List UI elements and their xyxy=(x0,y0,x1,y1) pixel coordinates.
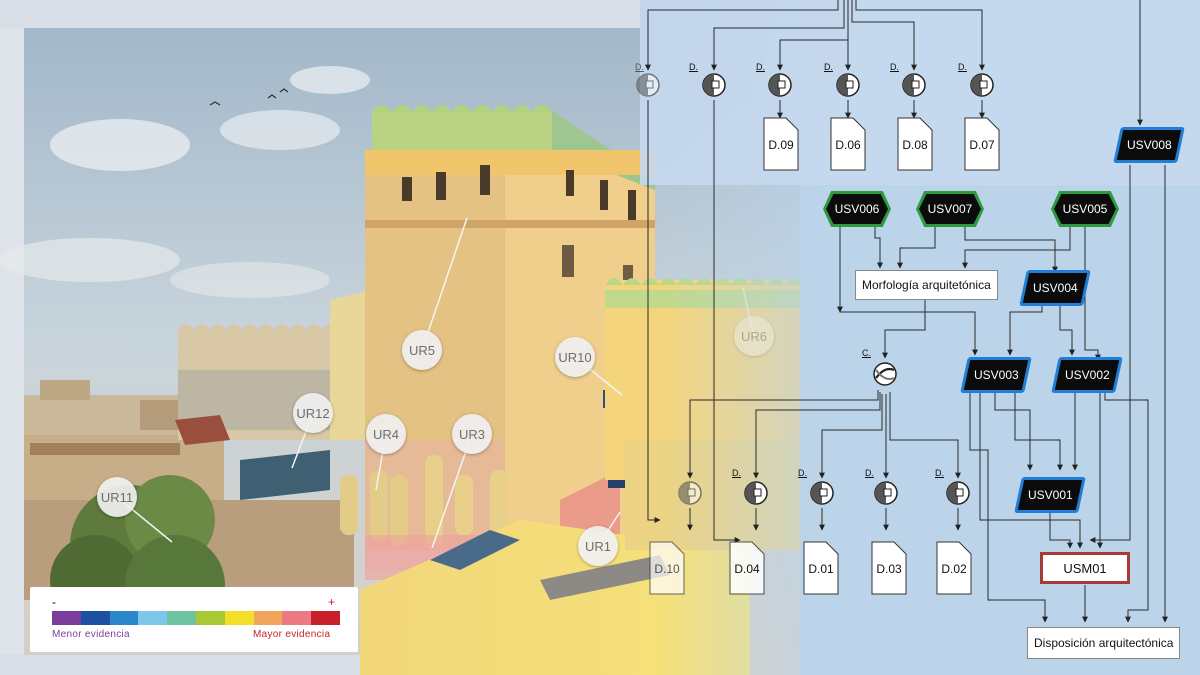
extractor-label: D. xyxy=(689,62,698,72)
extractor-node[interactable] xyxy=(810,481,834,505)
document-label: D.09 xyxy=(768,138,794,152)
usv-node-green[interactable]: USV007 xyxy=(916,191,984,227)
usv-node[interactable]: USV008 xyxy=(1113,127,1185,163)
extractor-label: D. xyxy=(756,62,765,72)
property-node[interactable]: Morfología arquitetónica xyxy=(855,270,998,300)
ur-label[interactable]: UR6 xyxy=(734,316,774,356)
legend-color-scale xyxy=(52,611,340,625)
document-label: D.10 xyxy=(654,562,680,576)
document-label: D.02 xyxy=(941,562,967,576)
extractor-node[interactable] xyxy=(946,481,970,505)
legend-swatch xyxy=(52,611,81,625)
extractor-node[interactable] xyxy=(702,73,726,97)
extractor-label: D. xyxy=(824,62,833,72)
extractor-node[interactable] xyxy=(836,73,860,97)
ur-label[interactable]: UR11 xyxy=(97,477,137,517)
legend-swatch xyxy=(224,611,254,625)
extractor-label: D. xyxy=(635,62,644,72)
extractor-label: D. xyxy=(798,468,807,478)
extractor-label: D. xyxy=(890,62,899,72)
extractor-node[interactable] xyxy=(678,481,702,505)
usv-node[interactable]: USV001 xyxy=(1014,477,1086,513)
legend-low-label: Menor evidencia xyxy=(52,629,130,640)
ur-label[interactable]: UR3 xyxy=(452,414,492,454)
extractor-label: D. xyxy=(865,468,874,478)
ur-label[interactable]: UR4 xyxy=(366,414,406,454)
document-label: D.04 xyxy=(734,562,760,576)
extractor-node[interactable] xyxy=(874,481,898,505)
legend-swatch xyxy=(138,611,168,625)
ur-label[interactable]: UR1 xyxy=(578,526,618,566)
combiner-label: C. xyxy=(862,348,871,358)
legend-swatch xyxy=(311,611,340,625)
legend-swatch xyxy=(195,611,225,625)
extractor-label: D. xyxy=(732,468,741,478)
extractor-node[interactable] xyxy=(744,481,768,505)
evidence-legend: - + Menor evidencia Mayor evidencia xyxy=(30,587,358,652)
document-label: D.06 xyxy=(835,138,861,152)
legend-swatch xyxy=(109,611,139,625)
combiner-node[interactable] xyxy=(873,362,897,386)
legend-swatch xyxy=(167,611,196,625)
legend-swatch xyxy=(253,611,283,625)
usv-node-green[interactable]: USV006 xyxy=(823,191,891,227)
extractor-label: D. xyxy=(958,62,967,72)
document-label: D.03 xyxy=(876,562,902,576)
extractor-node[interactable] xyxy=(902,73,926,97)
document-label: D.01 xyxy=(808,562,834,576)
legend-swatch xyxy=(282,611,312,625)
extractor-node[interactable] xyxy=(636,73,660,97)
usv-node[interactable]: USV004 xyxy=(1019,270,1091,306)
document-label: D.08 xyxy=(902,138,928,152)
extractor-node[interactable] xyxy=(768,73,792,97)
ur-label[interactable]: UR10 xyxy=(555,337,595,377)
legend-high-label: Mayor evidencia xyxy=(253,629,331,640)
ur-label[interactable]: UR5 xyxy=(402,330,442,370)
extractor-node[interactable] xyxy=(970,73,994,97)
usv-node[interactable]: USV003 xyxy=(960,357,1032,393)
usv-node-green[interactable]: USV005 xyxy=(1051,191,1119,227)
legend-plus: + xyxy=(328,595,336,609)
usv-node[interactable]: USV002 xyxy=(1051,357,1123,393)
property-node[interactable]: Disposición arquitectónica xyxy=(1027,627,1181,659)
usm-node[interactable]: USM01 xyxy=(1040,552,1130,584)
document-label: D.07 xyxy=(969,138,995,152)
extractor-label: D. xyxy=(935,468,944,478)
ur-label[interactable]: UR12 xyxy=(293,393,333,433)
legend-minus: - xyxy=(52,595,56,609)
legend-swatch xyxy=(80,611,110,625)
